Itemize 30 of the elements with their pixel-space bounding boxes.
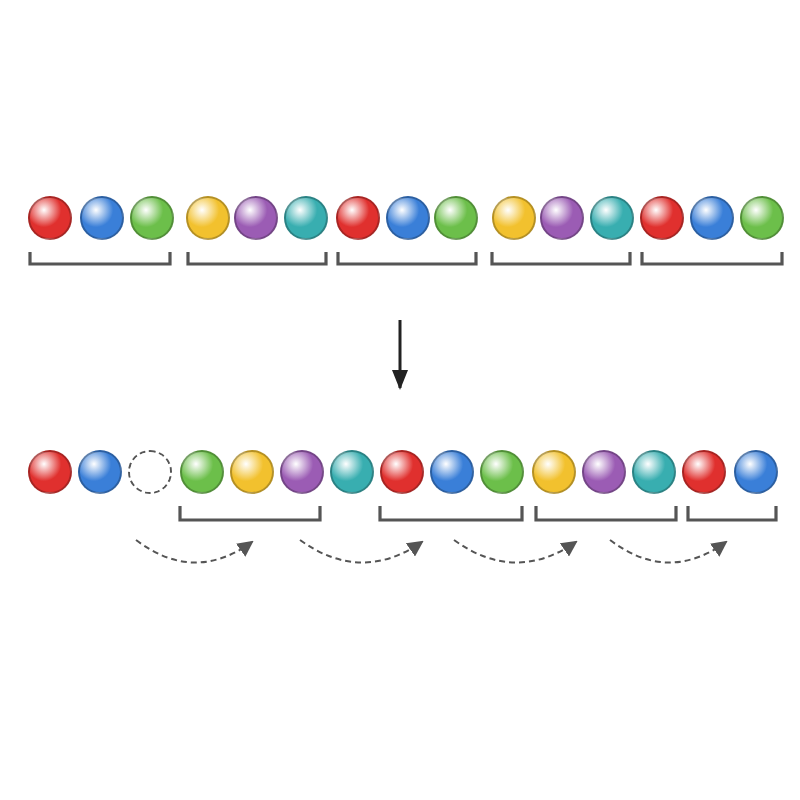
empty-slot	[128, 450, 172, 494]
ball	[434, 196, 478, 240]
ball	[386, 196, 430, 240]
ball	[28, 450, 72, 494]
ball	[480, 450, 524, 494]
ball	[690, 196, 734, 240]
ball	[186, 196, 230, 240]
ball	[280, 450, 324, 494]
ball	[682, 450, 726, 494]
ball	[130, 196, 174, 240]
ball	[80, 196, 124, 240]
ball	[734, 450, 778, 494]
ball	[430, 450, 474, 494]
ball	[234, 196, 278, 240]
ball	[590, 196, 634, 240]
ball	[532, 450, 576, 494]
ball	[284, 196, 328, 240]
ball	[492, 196, 536, 240]
ball	[230, 450, 274, 494]
ball	[28, 196, 72, 240]
ball	[78, 450, 122, 494]
ball	[640, 196, 684, 240]
ball	[740, 196, 784, 240]
ball	[540, 196, 584, 240]
ball	[180, 450, 224, 494]
ball	[380, 450, 424, 494]
ball	[632, 450, 676, 494]
ball	[330, 450, 374, 494]
ball	[582, 450, 626, 494]
ball	[336, 196, 380, 240]
